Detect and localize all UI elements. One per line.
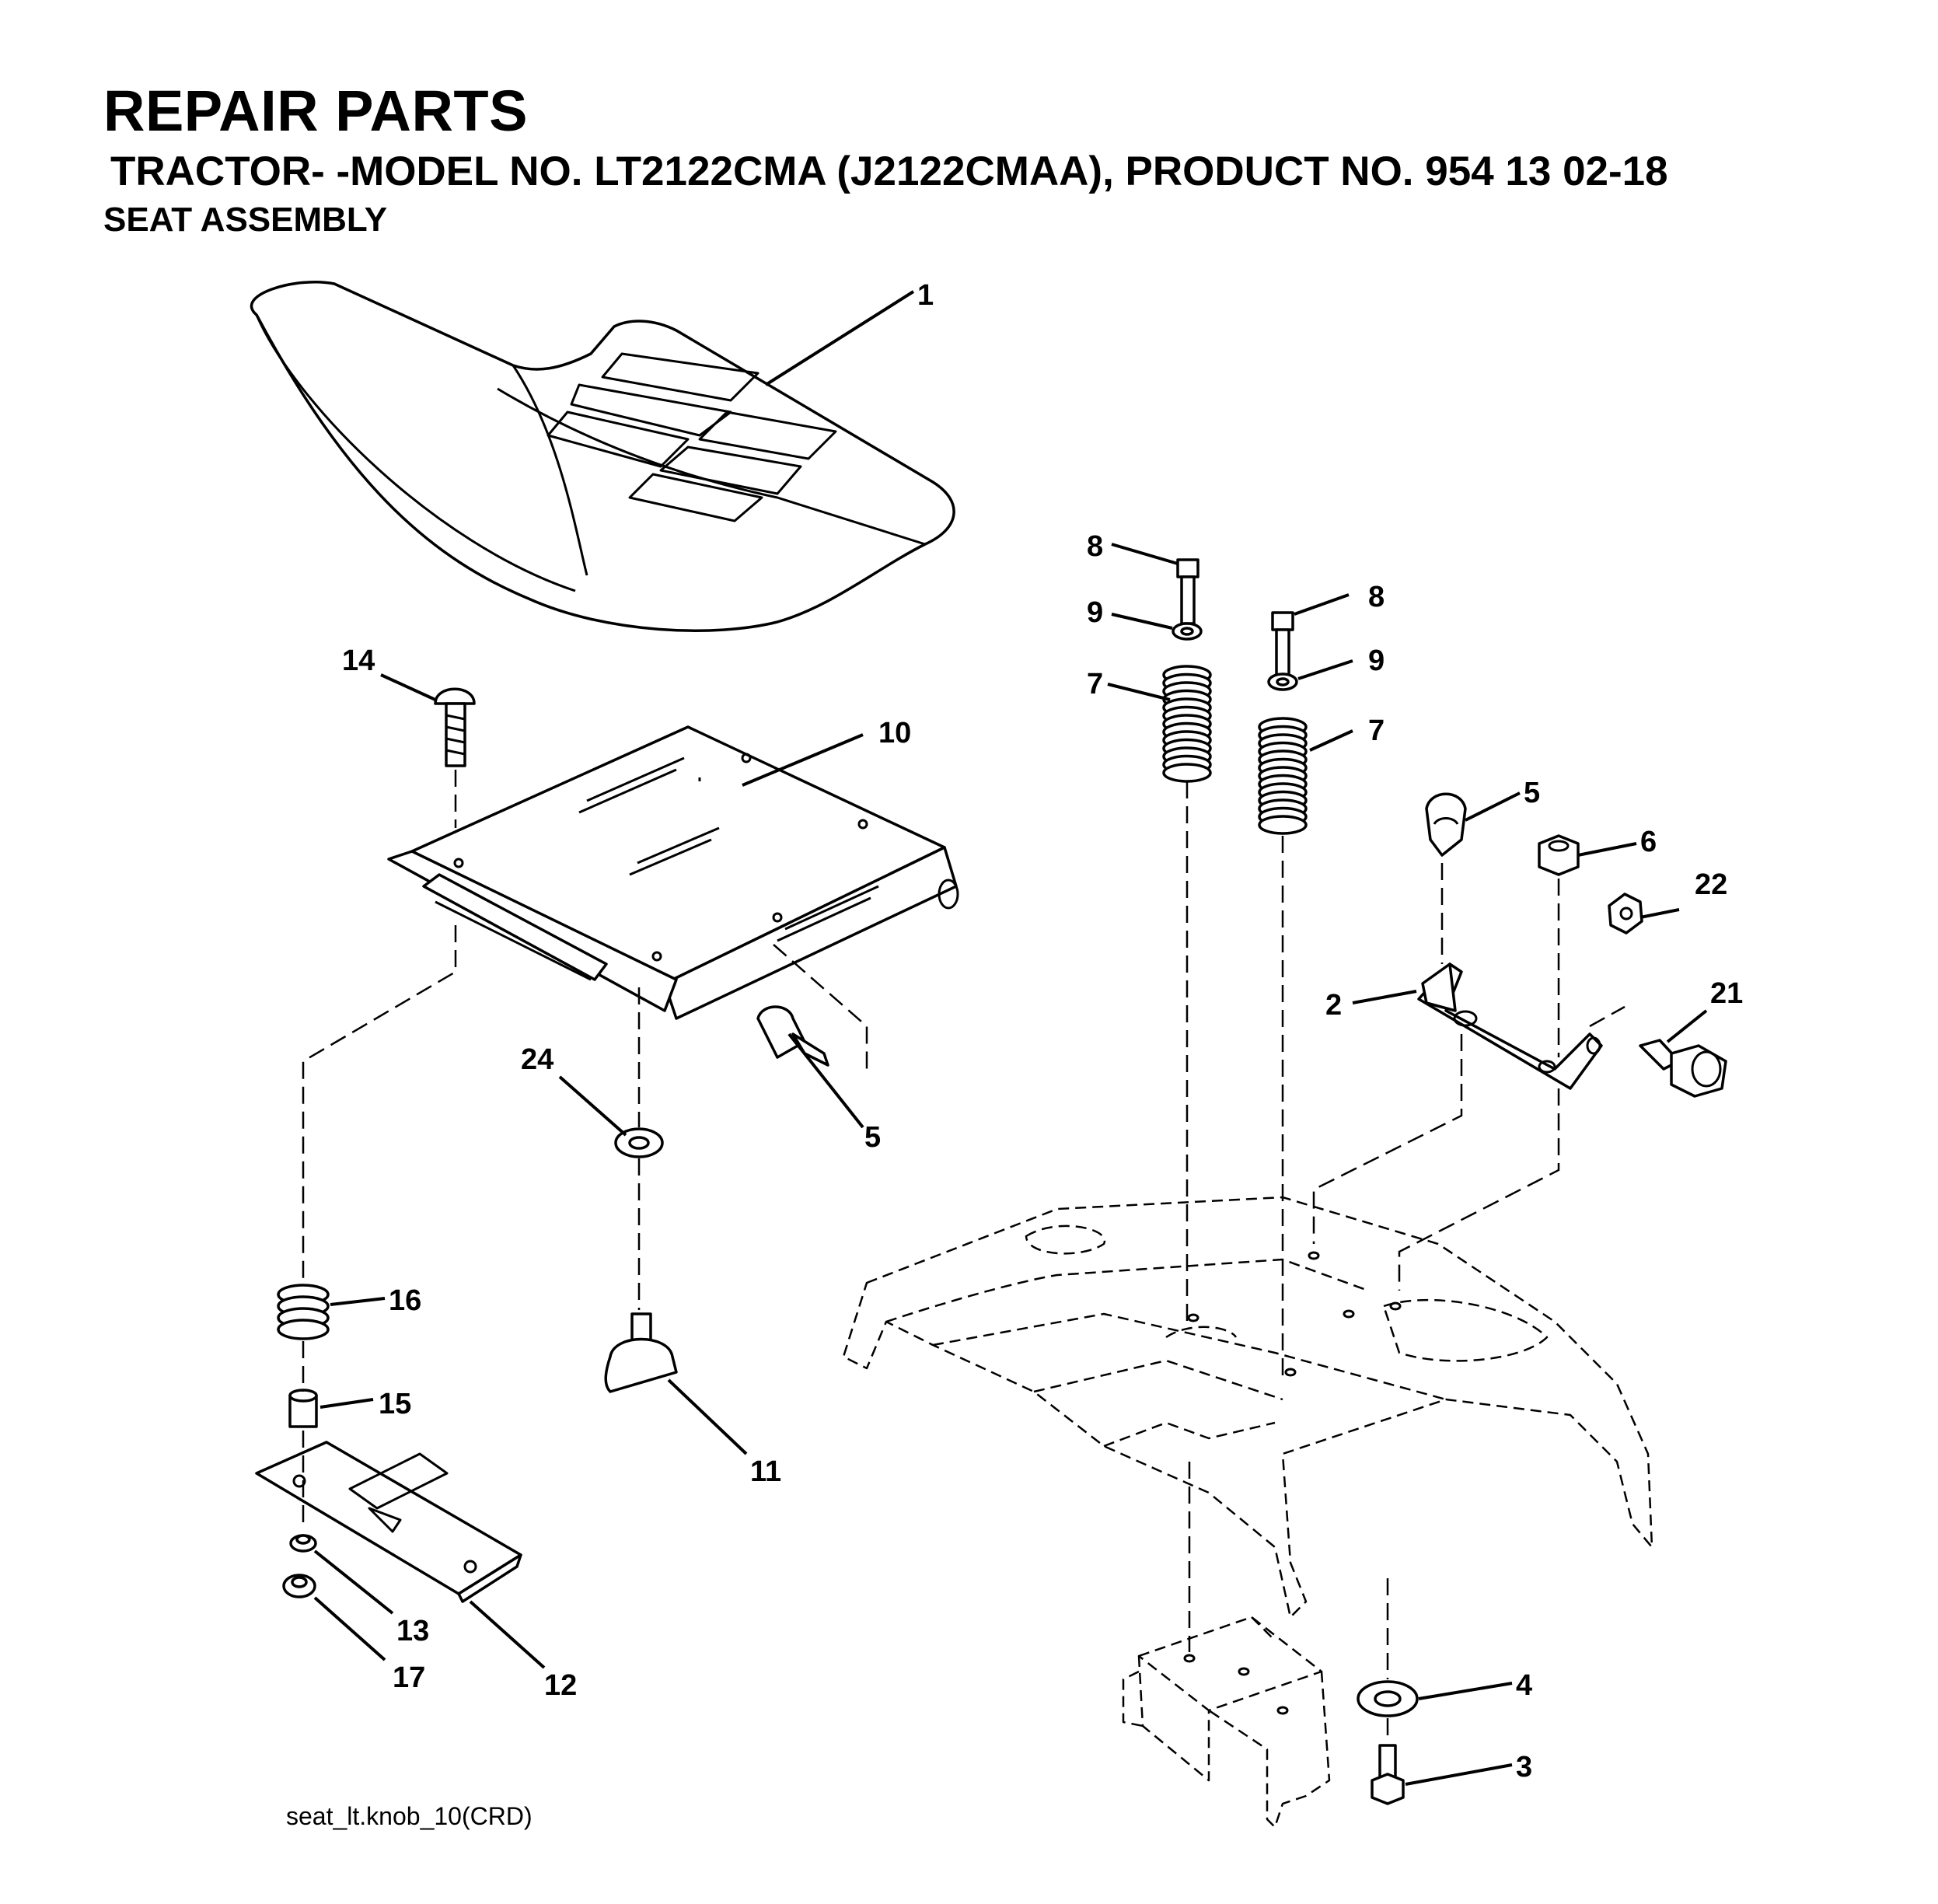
callout-10: 10 — [878, 717, 911, 749]
callout-labels: 1 14 10 5 24 16 15 11 13 17 12 8 9 7 8 9… — [342, 279, 1743, 1783]
leader-lines — [313, 290, 1708, 1786]
washer-9-right-part — [1267, 673, 1298, 691]
callout-9-left: 9 — [1087, 596, 1103, 629]
seat-bracket-part — [1417, 962, 1603, 1090]
frame-bracket-reference — [1122, 1616, 1331, 1829]
callout-14: 14 — [342, 645, 375, 677]
callout-3: 3 — [1516, 1751, 1532, 1783]
spring-7-right-part — [1258, 717, 1308, 835]
washer-9-left-part — [1172, 622, 1203, 641]
clip-left-part — [756, 1005, 829, 1067]
assembly-lines — [302, 770, 1625, 1742]
callout-22: 22 — [1695, 868, 1727, 901]
spacer-part — [288, 1389, 318, 1428]
diagram-filename: seat_lt.knob_10(CRD) — [286, 1802, 533, 1830]
bolt-8-left-part — [1176, 558, 1199, 625]
callout-8-right: 8 — [1368, 581, 1385, 613]
section-title: SEAT ASSEMBLY — [103, 201, 388, 239]
callout-4: 4 — [1516, 1669, 1532, 1702]
seat-pan-part — [387, 725, 959, 1020]
knob-part — [604, 1312, 678, 1393]
spring-16-part — [277, 1284, 330, 1340]
seat-part — [250, 281, 955, 632]
callout-7-right: 7 — [1368, 714, 1385, 747]
callout-6: 6 — [1640, 826, 1657, 858]
lock-nut-6-part — [1538, 834, 1580, 876]
callout-15: 15 — [379, 1388, 411, 1420]
callout-21: 21 — [1710, 977, 1743, 1010]
callout-24: 24 — [521, 1043, 553, 1076]
shoulder-bolt-part — [1639, 1039, 1727, 1098]
callout-5-right: 5 — [1524, 777, 1540, 809]
callout-12: 12 — [544, 1669, 577, 1702]
callout-8-left: 8 — [1087, 530, 1103, 563]
nut-17-part — [282, 1574, 316, 1598]
washer-4-part — [1357, 1680, 1419, 1717]
spring-7-left-part — [1162, 665, 1212, 783]
callout-1: 1 — [917, 279, 934, 312]
callout-16: 16 — [389, 1284, 421, 1317]
slide-bracket-part — [255, 1441, 522, 1603]
carriage-bolt-part — [434, 687, 476, 767]
clip-right-part — [1425, 792, 1467, 857]
callout-7-left: 7 — [1087, 668, 1103, 700]
callout-13: 13 — [396, 1615, 429, 1647]
nut-13-part — [289, 1534, 317, 1553]
fender-reference — [842, 1196, 1653, 1619]
callout-9-right: 9 — [1368, 645, 1385, 677]
callout-11: 11 — [750, 1455, 781, 1488]
callout-2: 2 — [1325, 989, 1342, 1022]
hex-bolt-3-part — [1371, 1744, 1405, 1805]
callout-5-left: 5 — [864, 1121, 881, 1154]
bolt-8-right-part — [1271, 611, 1294, 678]
model-subtitle: TRACTOR- -MODEL NO. LT2122CMA (J2122CMAA… — [110, 148, 1668, 194]
page-title: REPAIR PARTS — [103, 79, 528, 143]
callout-17: 17 — [393, 1661, 425, 1694]
washer-24-part — [614, 1127, 664, 1158]
nut-22-part — [1608, 893, 1643, 935]
